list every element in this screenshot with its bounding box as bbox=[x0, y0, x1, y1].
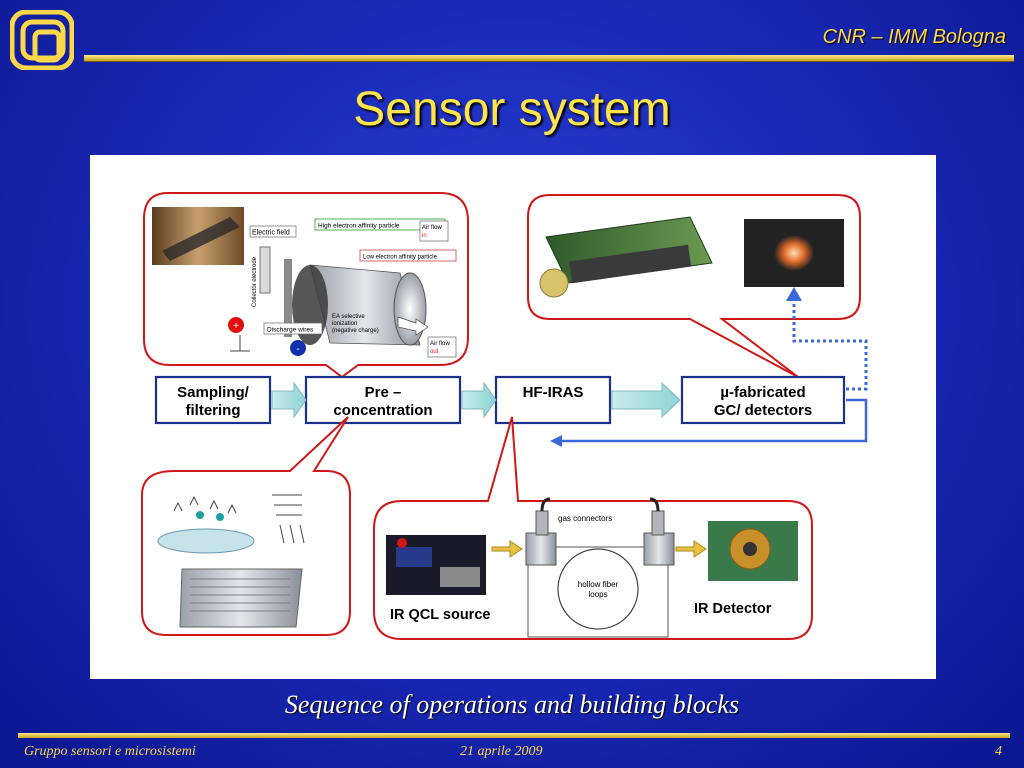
svg-text:concentration: concentration bbox=[333, 402, 432, 419]
air-flow-in-direction: in bbox=[422, 233, 427, 239]
block-gc-detectors: µ-fabricated GC/ detectors bbox=[680, 375, 846, 425]
air-flow-out-label: Air flow bbox=[430, 341, 450, 347]
block-preconcentration: Pre – concentration bbox=[304, 375, 462, 425]
coin-photo bbox=[539, 268, 569, 298]
page-number: 4 bbox=[995, 744, 1002, 759]
substrate-photo bbox=[157, 528, 255, 554]
flow-arrow-2 bbox=[461, 381, 497, 419]
collector-electrode-label: Collector electrode bbox=[252, 256, 258, 307]
sensor-system-figure: + - Electric field Collector electrode H… bbox=[90, 155, 936, 679]
svg-text:HF-IRAS: HF-IRAS bbox=[523, 384, 584, 401]
dotted-feedback-line bbox=[792, 295, 868, 391]
block-sampling: Sampling/ filtering bbox=[154, 375, 272, 425]
qcl-source-label: IR QCL source bbox=[390, 607, 490, 623]
electric-field-label: Electric field bbox=[252, 230, 290, 237]
negative-charge-label: (negative charge) bbox=[332, 328, 379, 334]
header-divider bbox=[84, 55, 1014, 62]
svg-text:Pre –: Pre – bbox=[365, 384, 402, 401]
beam-arrow-in bbox=[491, 540, 523, 558]
footer-group: Gruppo sensori e microsistemi bbox=[24, 744, 196, 759]
flow-arrow-1 bbox=[271, 381, 307, 419]
air-flow-out-direction: out bbox=[430, 349, 439, 355]
cnr-logo-icon bbox=[10, 10, 74, 70]
svg-text:filtering: filtering bbox=[186, 402, 241, 419]
block-hf-iras: HF-IRAS bbox=[494, 375, 612, 425]
negative-electrode-icon bbox=[290, 340, 306, 356]
footer-date: 21 aprile 2009 bbox=[460, 744, 543, 759]
svg-text:Sampling/: Sampling/ bbox=[177, 384, 250, 401]
organization-label: CNR – IMM Bologna bbox=[822, 26, 1006, 48]
flow-arrow-3 bbox=[611, 381, 681, 419]
svg-text:µ-fabricated: µ-fabricated bbox=[720, 384, 805, 401]
air-flow-in-label: Air flow bbox=[422, 225, 442, 231]
discharge-wires-label: Discharge wires bbox=[267, 327, 314, 334]
footer-divider bbox=[18, 733, 1010, 738]
gas-connectors-label: gas connectors bbox=[558, 514, 612, 523]
svg-text:GC/ detectors: GC/ detectors bbox=[714, 402, 812, 419]
slide-title: Sensor system bbox=[353, 83, 671, 136]
ea-selective-label: EA selective bbox=[332, 314, 365, 320]
plus-sign: + bbox=[233, 321, 239, 332]
minus-sign: - bbox=[296, 344, 299, 355]
positive-electrode-icon bbox=[228, 317, 244, 333]
hollow-fiber-label: hollow fiber bbox=[578, 580, 619, 589]
feedback-line bbox=[554, 398, 868, 443]
slide-caption: Sequence of operations and building bloc… bbox=[284, 690, 740, 719]
loops-label: loops bbox=[588, 590, 607, 599]
ir-detector-label: IR Detector bbox=[694, 601, 772, 617]
ionization-label: ionization bbox=[332, 321, 357, 327]
preconcentrator-plate-photo bbox=[179, 568, 303, 628]
high-affinity-label: High electron affinity particle bbox=[318, 223, 400, 230]
low-affinity-label: Low electron affinity particle bbox=[363, 255, 438, 261]
sensor-diagram: + - Electric field Collector electrode H… bbox=[141, 192, 868, 640]
beam-arrow-out bbox=[675, 540, 707, 558]
molecule-structure bbox=[272, 494, 305, 544]
